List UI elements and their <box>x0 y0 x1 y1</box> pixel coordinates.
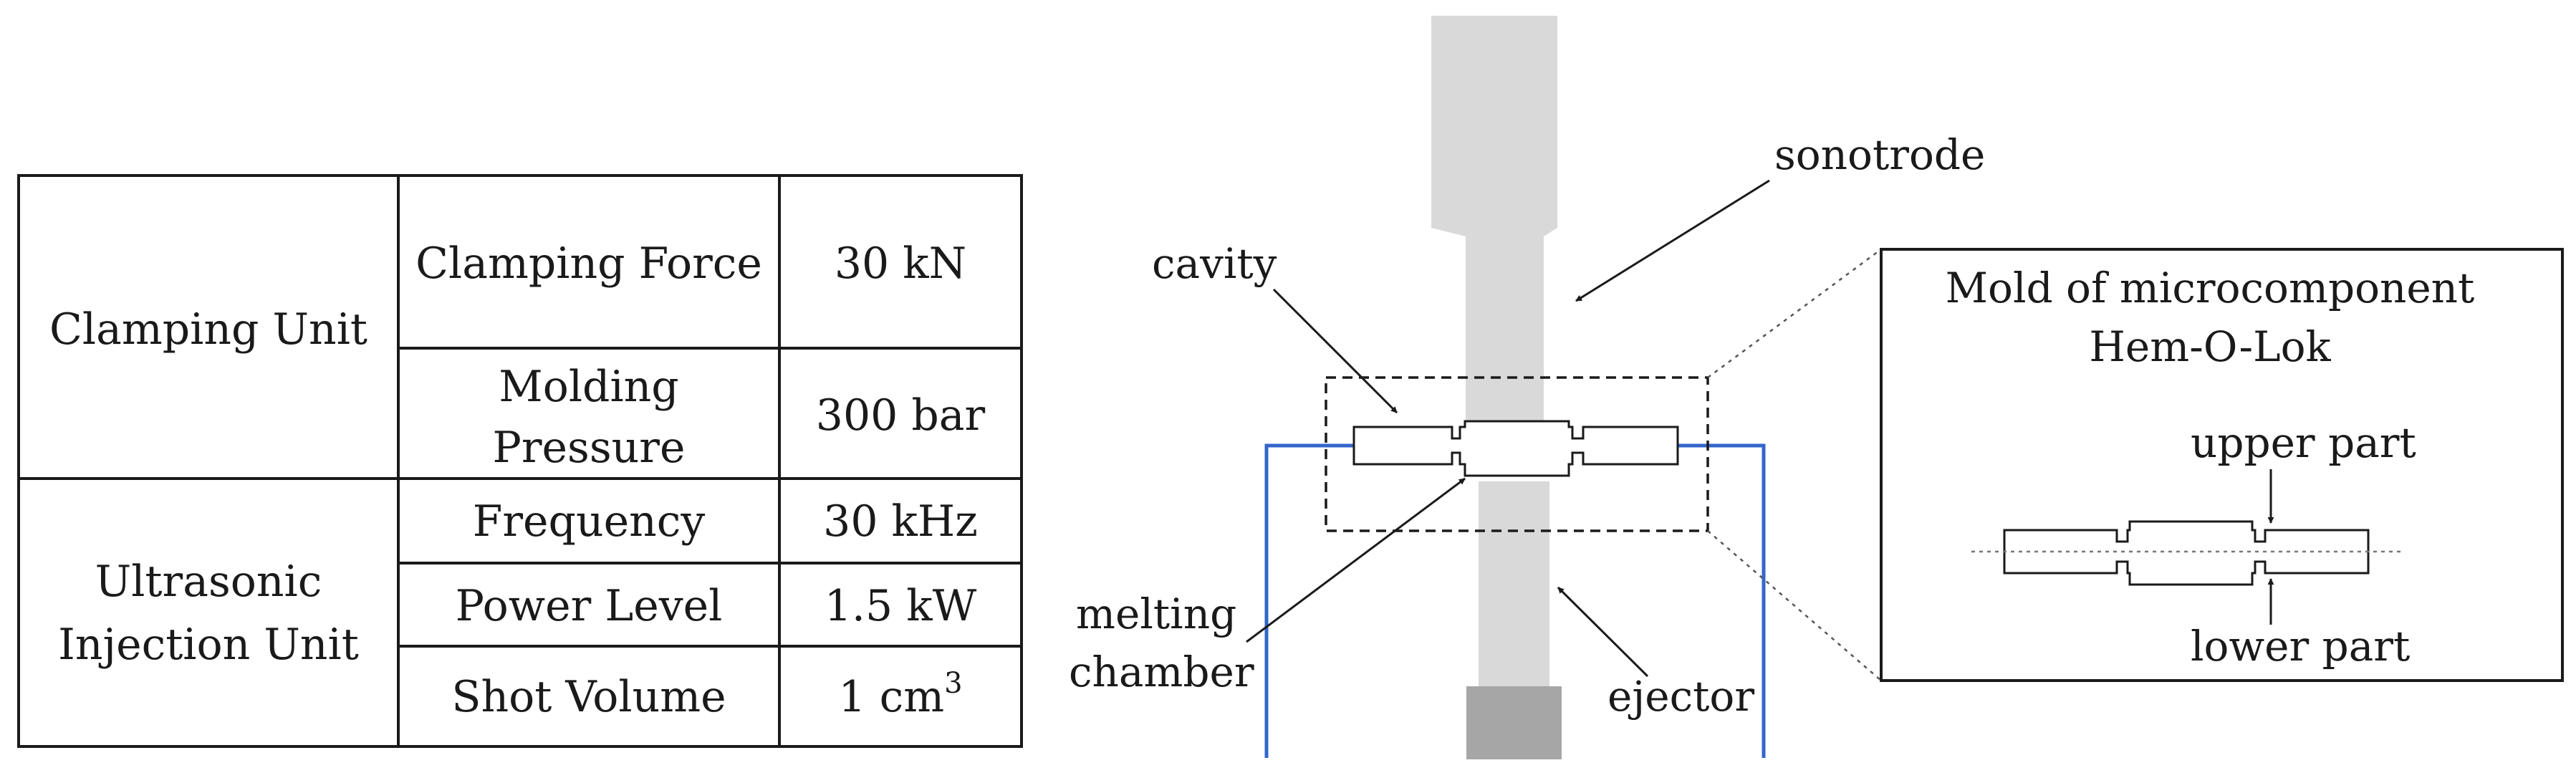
machine-cross-section <box>1264 16 1766 759</box>
table-param: Power Level <box>456 581 723 631</box>
table-param: Shot Volume <box>451 672 726 722</box>
inset-title: Mold of microcomponent <box>1946 264 2475 312</box>
cavity-arrow <box>1272 288 1398 414</box>
mold-frame <box>1264 443 1766 758</box>
ejector-arrow <box>1557 586 1649 678</box>
cavity-label: cavity <box>1152 239 1277 288</box>
table-value: 1 cm3 <box>838 667 962 722</box>
zoom-connector-line <box>1707 530 1882 681</box>
table-group-label: Clamping Unit <box>49 304 367 355</box>
lower-part-label: lower part <box>2191 622 2410 671</box>
inset-title: Hem-O-Lok <box>2089 322 2331 371</box>
ejector-body <box>1479 481 1549 689</box>
table-value: 300 bar <box>816 390 986 441</box>
sonotrode-arrow <box>1575 179 1770 302</box>
table-param: Clamping Force <box>415 239 762 289</box>
table-value: 30 kN <box>835 239 966 289</box>
upper-part-label: upper part <box>2191 418 2416 467</box>
inset-frame <box>1880 248 2564 682</box>
table-value: 30 kHz <box>823 496 978 547</box>
table-border <box>17 174 1023 748</box>
microcomponent-outline <box>2003 520 2370 586</box>
ejector-base <box>1466 686 1562 759</box>
inset-detail: Mold of microcomponent Hem-O-Lok upper p… <box>1880 248 2564 682</box>
table-param: Frequency <box>473 496 706 547</box>
table-value-superscript: 3 <box>944 667 962 700</box>
table-value: 1.5 kW <box>825 581 977 631</box>
melting-chamber-label: melting <box>1076 590 1236 638</box>
detail-zoom-box <box>1325 376 1709 532</box>
table-value-text: 1 cm <box>838 672 944 722</box>
table-param: Molding <box>499 362 678 412</box>
sonotrode-body <box>1431 16 1557 424</box>
parameter-table <box>17 174 1023 748</box>
table-param: Pressure <box>493 423 686 473</box>
table-group-label: Injection Unit <box>58 620 359 670</box>
table-group-label: Ultrasonic <box>95 557 322 607</box>
ejector-label: ejector <box>1607 672 1754 721</box>
sonotrode-label: sonotrode <box>1774 130 1985 179</box>
melting-chamber-arrow <box>1246 477 1466 643</box>
melting-chamber-label: chamber <box>1069 648 1254 696</box>
cavity-outline <box>1352 420 1679 477</box>
zoom-connector-line <box>1707 248 1882 379</box>
